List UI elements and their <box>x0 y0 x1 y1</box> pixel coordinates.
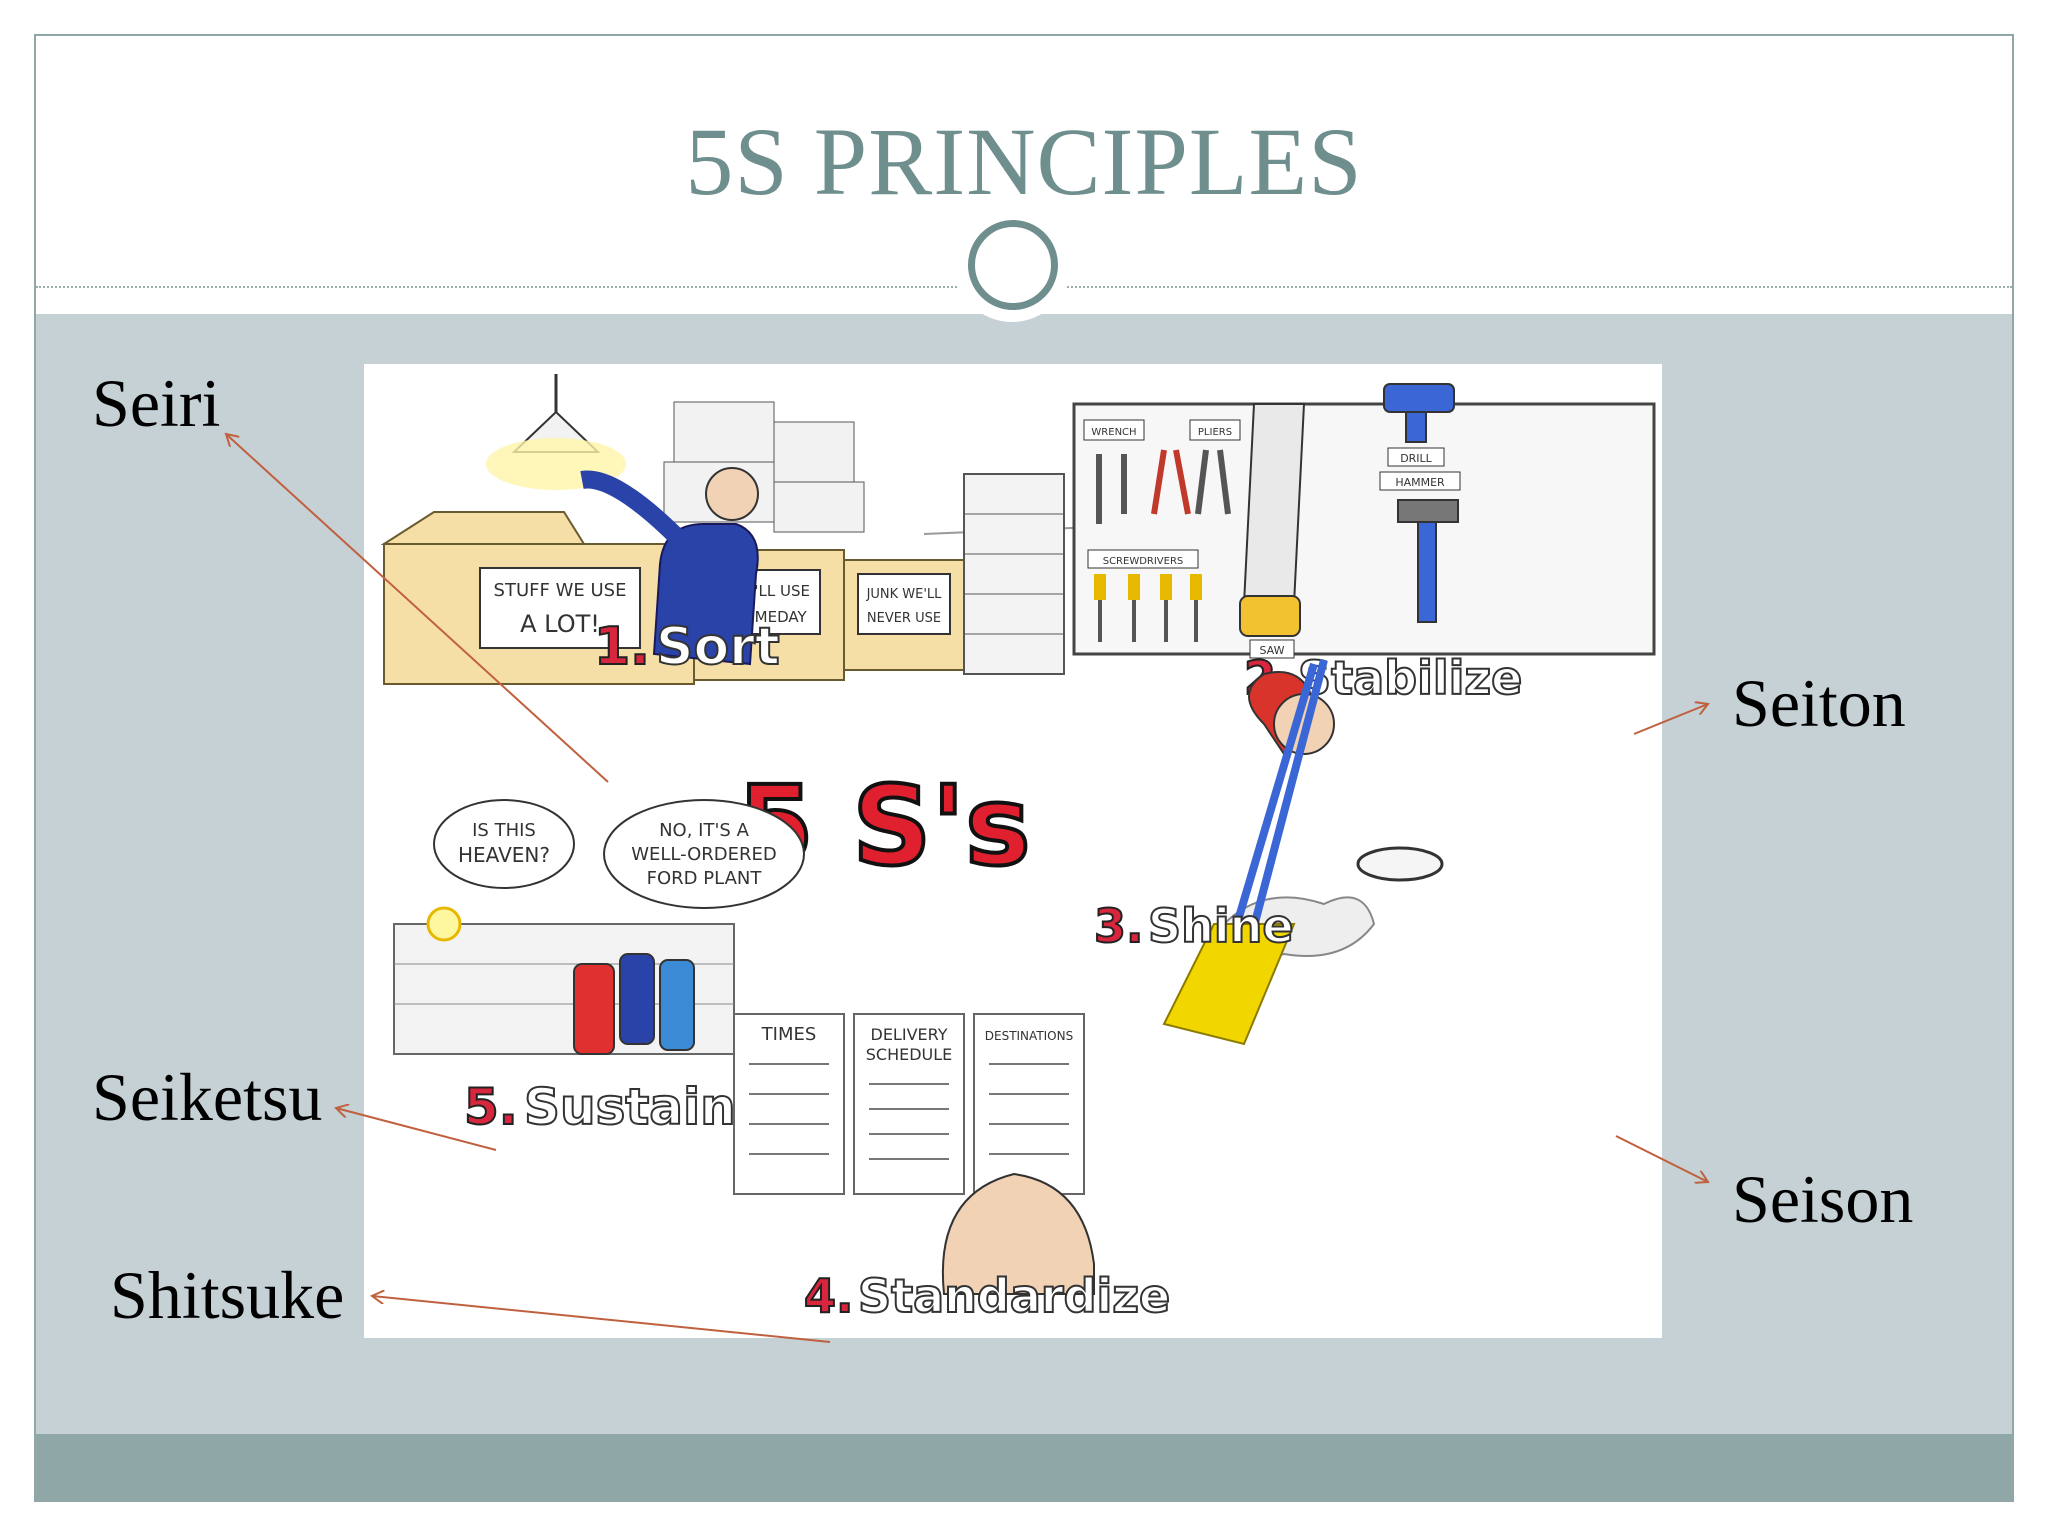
times-board <box>733 1013 845 1195</box>
drill-tag: DRILL <box>1400 452 1432 465</box>
arrow-sort-to-seiri <box>226 434 609 783</box>
term-shitsuke: Shitsuke <box>110 1257 345 1333</box>
bubble-right-line3: FORD PLANT <box>647 868 763 889</box>
arrow-standardize-to-shitsuke <box>372 1296 831 1343</box>
worker-red <box>573 963 615 1055</box>
screwdrivers-tag: SCREWDRIVERS <box>1103 556 1184 567</box>
box1-label-line1: STUFF WE USE <box>494 580 627 601</box>
delivery-board <box>853 1013 965 1195</box>
wrench-tag: WRENCH <box>1091 427 1136 438</box>
worker-blue <box>619 953 655 1045</box>
five-s-illustration: STUFF WE USE A LOT! WE'LL USE SOMEDAY JU… <box>364 364 1662 1338</box>
delivery-board-title-2: SCHEDULE <box>866 1045 953 1064</box>
step-3-name: Shine <box>1148 899 1294 953</box>
reading-man-head <box>941 1172 1095 1295</box>
hammer-tag: HAMMER <box>1395 476 1445 489</box>
step-5-name: Sustain <box>524 1078 736 1136</box>
step-1-name: Sort <box>656 617 780 677</box>
saw-tag: SAW <box>1260 644 1285 657</box>
slide-title: 5S PRINCIPLES <box>685 108 1363 215</box>
bubble-left-line2: HEAVEN? <box>458 843 550 867</box>
pliers-tag: PLIERS <box>1198 427 1232 438</box>
footer-bar <box>36 1434 2012 1500</box>
term-seiri: Seiri <box>92 365 221 441</box>
arrow-shine-to-seison <box>1615 1135 1708 1182</box>
bubble-right-line2: WELL-ORDERED <box>631 844 777 865</box>
illustration-drawing: STUFF WE USE A LOT! WE'LL USE SOMEDAY JU… <box>380 374 1656 1324</box>
term-seison: Seison <box>1732 1161 1914 1237</box>
step-5-number: 5. <box>464 1078 518 1136</box>
step-4-number: 4. <box>804 1269 853 1323</box>
speech-bubble-right <box>603 799 805 909</box>
sustain-scene: IS THIS HEAVEN? NO, IT'S A WELL-ORDERED … <box>393 799 805 1137</box>
ring-icon <box>968 220 1058 310</box>
step-1-number: 1. <box>594 617 650 677</box>
screwdriver-icon <box>1094 574 1202 642</box>
box1-label-line2: A LOT! <box>520 610 600 638</box>
destinations-board <box>973 1013 1085 1195</box>
shelf-icon <box>963 473 1065 675</box>
bubble-left-line1: IS THIS <box>472 820 536 841</box>
broom-handle <box>1230 662 1318 936</box>
stabilize-scene: WRENCH PLIERS SCREWDRIVERS SAW <box>923 383 1656 706</box>
circle-ornament-icon <box>954 206 1070 322</box>
destinations-board-title: DESTINATIONS <box>985 1029 1073 1043</box>
step-4-name: Standardize <box>858 1269 1170 1323</box>
pliers-icon <box>1151 449 1191 515</box>
arrow-sustain-to-seiketsu <box>336 1108 497 1151</box>
broom-icon <box>1162 923 1296 1046</box>
magnifier-icon <box>1356 846 1444 882</box>
arrow-stabilize-to-seiton <box>1633 704 1708 735</box>
term-seiketsu: Seiketsu <box>92 1059 323 1135</box>
box3-label-line1: JUNK WE'LL <box>866 587 943 602</box>
worker-light-blue <box>659 959 695 1051</box>
step-2-name: Stabilize <box>1298 651 1522 705</box>
delivery-board-title-1: DELIVERY <box>871 1025 948 1044</box>
term-seiton: Seiton <box>1732 665 1906 741</box>
shine-scene: 3. Shine <box>1093 658 1444 1046</box>
worker-figure <box>652 523 759 666</box>
sparkle-icon <box>426 906 462 942</box>
times-board-title: TIMES <box>761 1024 817 1045</box>
step-3-number: 3. <box>1094 899 1143 953</box>
sort-scene: STUFF WE USE A LOT! WE'LL USE SOMEDAY JU… <box>380 374 965 685</box>
standardize-scene: TIMES DELIVERY SCHEDULE DESTINATIONS 4. … <box>733 1013 1171 1324</box>
bubble-right-line1: NO, IT'S A <box>659 820 749 841</box>
speech-bubble-left <box>433 799 575 889</box>
box3-label-line2: NEVER USE <box>867 611 941 626</box>
pegboard <box>1072 402 1656 656</box>
